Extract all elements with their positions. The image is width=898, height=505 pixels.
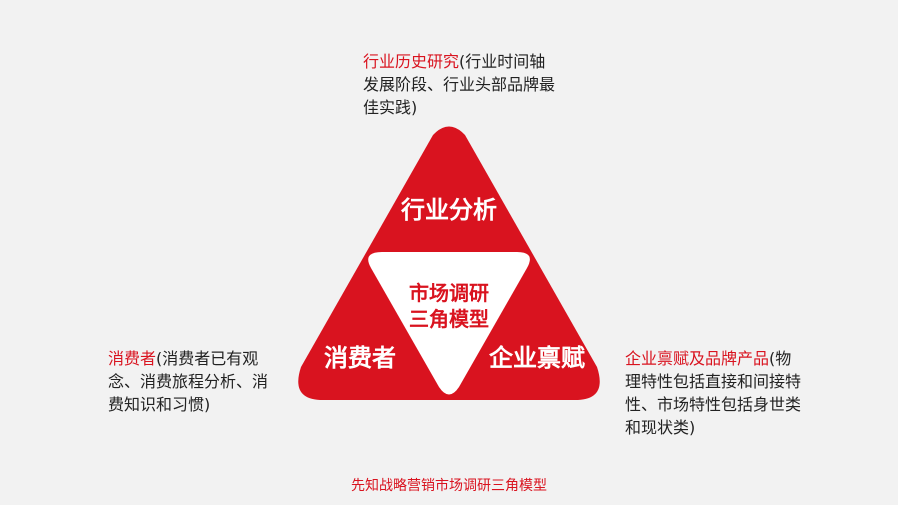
enterprise-endowment-label: 企业禀赋 (489, 344, 585, 372)
industry-description-text: (行业时间轴发展阶段、行业头部品牌最佳实践) (363, 52, 556, 117)
consumer-description: 消费者(消费者已有观念、消费旅程分析、消费知识和习惯) (108, 347, 282, 416)
industry-description: 行业历史研究(行业时间轴发展阶段、行业头部品牌最佳实践) (363, 50, 555, 119)
diagram-caption: 先知战略营销市场调研三角模型 (351, 478, 547, 494)
consumer-label: 消费者 (324, 344, 396, 372)
enterprise-description: 企业禀赋及品牌产品(物理特性包括直接和间接特性、市场特性包括身世类和现状类) (625, 347, 805, 439)
consumer-description-text: (消费者已有观念、消费旅程分析、消费知识和习惯) (108, 349, 269, 414)
inner-triangle (368, 252, 530, 395)
center-label-line1: 市场调研 (409, 281, 489, 305)
center-label-line2: 三角模型 (409, 307, 489, 331)
enterprise-description-highlight: 企业禀赋及品牌产品 (625, 349, 770, 368)
industry-description-highlight: 行业历史研究 (363, 52, 460, 71)
consumer-description-highlight: 消费者 (108, 349, 157, 368)
enterprise-description-text: (物理特性包括直接和间接特性、市场特性包括身世类和现状类) (625, 349, 802, 437)
industry-analysis-label: 行业分析 (400, 196, 497, 224)
